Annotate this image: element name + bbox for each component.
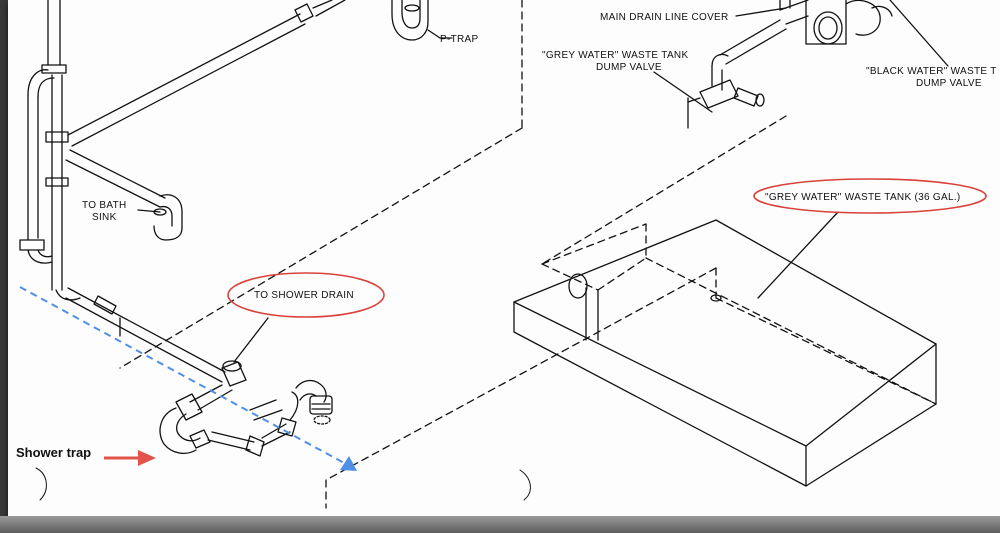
grey-water-dump-valve-drawing: [687, 0, 893, 129]
grey-water-tank-label: "GREY WATER" WASTE TANK (36 GAL.): [765, 192, 961, 203]
black-water-dump-valve-label: "BLACK WATER" WASTE T: [866, 66, 997, 77]
bath-sink-pipe: [65, 149, 183, 241]
shower-supply-pipe: [65, 287, 226, 383]
margin-mark: [35, 467, 47, 501]
black-water-dump-valve-label: DUMP VALVE: [916, 78, 982, 89]
margin-mark: [519, 469, 531, 501]
grey-water-dump-valve-label: DUMP VALVE: [596, 62, 662, 73]
phantom-lines: [119, 0, 937, 509]
window-bottom-edge: [0, 516, 1000, 533]
plumbing-diagram: P-TRAP MAIN DRAIN LINE COVER "GREY WATER…: [16, 0, 997, 509]
flow-guide-line: [19, 286, 347, 465]
leader-lines: [137, 0, 949, 363]
to-bath-sink-label: TO BATH: [82, 200, 127, 211]
vertical-pipes: [19, 0, 81, 301]
shower-drain-highlight-ellipse: [227, 272, 385, 318]
to-shower-drain-label: TO SHOWER DRAIN: [254, 290, 354, 301]
main-drain-line-cover-label: MAIN DRAIN LINE COVER: [600, 12, 729, 23]
to-bath-sink-label: SINK: [92, 212, 117, 223]
grey-water-tank-highlight-ellipse: [753, 178, 987, 214]
grey-water-dump-valve-label: "GREY WATER" WASTE TANK: [542, 50, 688, 61]
p-trap-drawing: [391, 0, 441, 41]
shower-trap-drawing: [159, 360, 333, 457]
p-trap-label: P-TRAP: [440, 34, 478, 45]
shower-trap-arrowhead: [138, 450, 156, 466]
shower-trap-annotation: Shower trap: [16, 445, 91, 460]
flow-guide-arrowhead: [340, 456, 357, 471]
grey-water-tank-drawing: [513, 219, 937, 487]
upper-diagonal-pipe: [67, 0, 346, 147]
plumbing-diagram-sheet: P-TRAP MAIN DRAIN LINE COVER "GREY WATER…: [8, 0, 1000, 516]
